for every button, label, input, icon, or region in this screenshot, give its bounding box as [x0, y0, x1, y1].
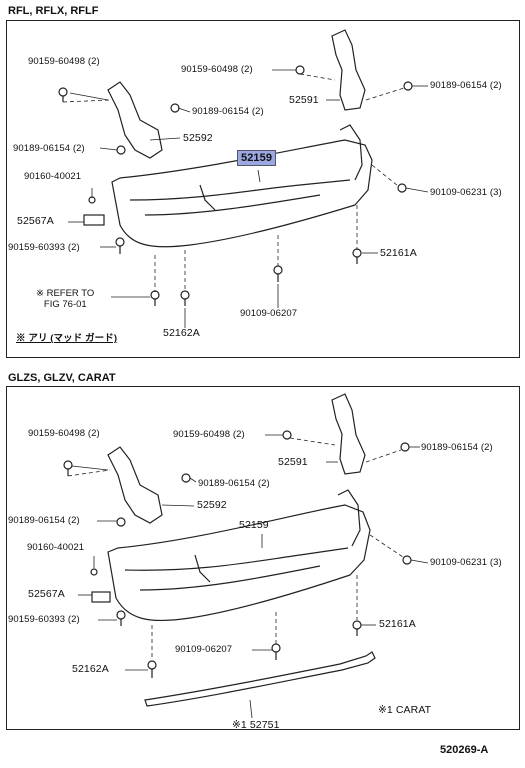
label-52592-bottom: 52592	[197, 499, 227, 511]
label-90109-06231-top: 90109-06231 (3)	[430, 187, 502, 198]
label-90159-60498-bottom-left: 90159-60498 (2)	[28, 428, 100, 439]
rear-bumper-cover-bottom	[107, 504, 371, 622]
label-90109-06207-top: 90109-06207	[240, 308, 298, 319]
label-52591-bottom: 52591	[278, 456, 308, 468]
label-90159-60498-bottom-right: 90159-60498 (2)	[173, 429, 245, 440]
label-90159-60498-top-left: 90159-60498 (2)	[28, 56, 100, 67]
bracket-52591-top	[331, 29, 366, 111]
section-frame-bottom	[6, 386, 520, 730]
carat-note: ※1 CARAT	[378, 704, 432, 716]
label-52751-bottom: ※1 52751	[232, 719, 280, 731]
label-52159-bottom: 52159	[239, 519, 269, 531]
bracket-52592-top	[107, 81, 163, 159]
label-52567A-top: 52567A	[17, 215, 54, 227]
label-52592-top: 52592	[183, 132, 213, 144]
section-frame-top	[6, 20, 520, 358]
refer-note: ※ REFER TO FIG 76-01	[36, 288, 95, 310]
label-90189-06154-top-mid: 90189-06154 (2)	[192, 106, 264, 117]
section-title-bottom: GLZS, GLZV, CARAT	[8, 372, 116, 384]
label-90189-06154-top-left: 90189-06154 (2)	[13, 143, 85, 154]
label-90189-06154-top-right: 90189-06154 (2)	[430, 80, 502, 91]
label-90189-06154-bottom-left: 90189-06154 (2)	[8, 515, 80, 526]
diagram-code: 520269-A	[440, 744, 489, 756]
label-90109-06207-bottom: 90109-06207	[175, 644, 233, 655]
label-90189-06154-bottom-right: 90189-06154 (2)	[421, 442, 493, 453]
section-title-top: RFL, RFLX, RFLF	[8, 5, 99, 17]
label-90189-06154-bottom-mid: 90189-06154 (2)	[198, 478, 270, 489]
rear-bumper-cover-top	[111, 139, 373, 248]
label-90159-60393-top: 90159-60393 (2)	[8, 242, 80, 253]
label-52161A-top: 52161A	[380, 247, 417, 259]
label-90109-06231-bottom: 90109-06231 (3)	[430, 557, 502, 568]
garnish-52751	[144, 651, 376, 707]
label-52591-top: 52591	[289, 94, 319, 106]
label-52161A-bottom: 52161A	[379, 618, 416, 630]
label-90160-40021-bottom: 90160-40021	[27, 542, 85, 553]
label-90160-40021-top: 90160-40021	[24, 171, 82, 182]
bracket-52592-bottom	[107, 446, 163, 524]
label-52162A-top: 52162A	[163, 327, 200, 339]
bracket-52591-bottom	[331, 393, 366, 475]
label-90159-60393-bottom: 90159-60393 (2)	[8, 614, 80, 625]
label-52162A-bottom: 52162A	[72, 663, 109, 675]
label-52567A-bottom: 52567A	[28, 588, 65, 600]
label-52159-top-highlighted[interactable]: 52159	[237, 150, 277, 166]
japanese-note: ※ アリ (マッド ガード)	[16, 333, 118, 344]
label-90159-60498-top-right: 90159-60498 (2)	[181, 64, 253, 75]
